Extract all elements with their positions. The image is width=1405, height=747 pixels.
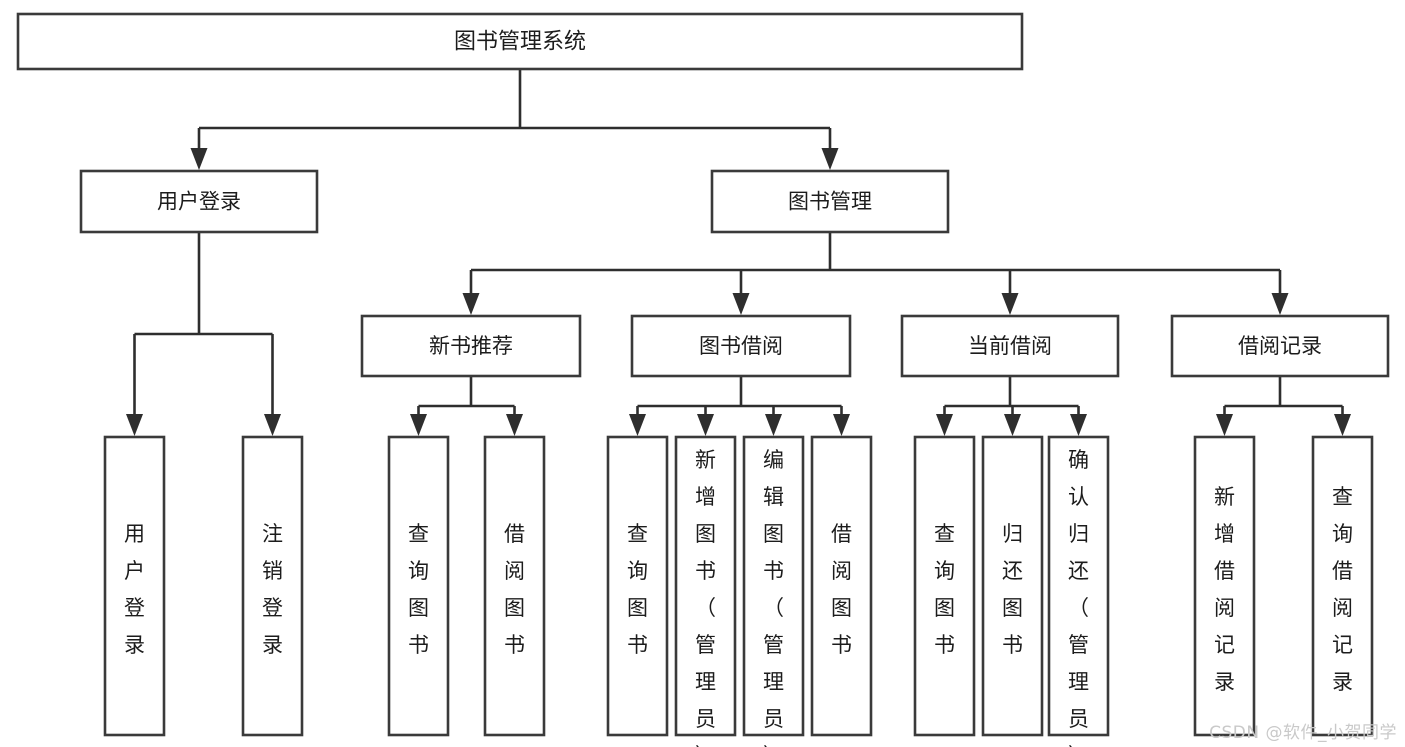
node-book-manage[interactable]: 图书管理 — [710, 169, 950, 234]
arrow-head-icon — [410, 414, 427, 436]
node-leaf-confirm-return[interactable]: 确认归还（管理员） — [1047, 435, 1110, 747]
node-box[interactable] — [810, 435, 873, 737]
node-box[interactable] — [1193, 435, 1256, 737]
arrow-head-icon — [264, 414, 281, 436]
node-new-book-rec[interactable]: 新书推荐 — [360, 314, 582, 378]
node-box[interactable] — [241, 435, 304, 737]
node-label: 新增借阅记录 — [1214, 485, 1235, 694]
node-box[interactable] — [1311, 435, 1374, 737]
arrow-head-icon — [732, 293, 750, 315]
node-leaf-query-book-rec[interactable]: 查询图书 — [387, 435, 450, 737]
node-leaf-borrow-book[interactable]: 借阅图书 — [810, 435, 873, 737]
node-label: 借阅记录 — [1238, 334, 1322, 358]
node-box[interactable] — [16, 12, 1024, 71]
arrow-head-icon — [936, 414, 953, 436]
node-leaf-query-book-borrow[interactable]: 查询图书 — [606, 435, 669, 737]
node-label: 借阅图书 — [504, 522, 525, 657]
arrow-head-icon — [190, 148, 208, 170]
node-box[interactable] — [981, 435, 1044, 737]
node-box[interactable] — [742, 435, 805, 737]
node-box[interactable] — [710, 169, 950, 234]
arrow-head-icon — [126, 414, 143, 436]
node-label: 编辑图书（管理员） — [763, 448, 784, 747]
node-box[interactable] — [1047, 435, 1110, 737]
node-label: 当前借阅 — [968, 334, 1052, 358]
node-label: 借阅图书 — [831, 522, 852, 657]
node-label: 查询图书 — [408, 522, 429, 657]
node-leaf-borrow-book-rec[interactable]: 借阅图书 — [483, 435, 546, 737]
node-label: 用户登录 — [157, 190, 241, 214]
node-borrow-record[interactable]: 借阅记录 — [1170, 314, 1390, 378]
connector-layer — [126, 69, 1351, 436]
node-label: 确认归还（管理员） — [1068, 448, 1089, 747]
arrow-head-icon — [1001, 293, 1019, 315]
node-box[interactable] — [630, 314, 852, 378]
node-book-borrow[interactable]: 图书借阅 — [630, 314, 852, 378]
arrow-head-icon — [1334, 414, 1351, 436]
node-box[interactable] — [360, 314, 582, 378]
node-leaf-user-login[interactable]: 用户登录 — [103, 435, 166, 737]
node-user-login[interactable]: 用户登录 — [79, 169, 319, 234]
node-box[interactable] — [103, 435, 166, 737]
node-label: 图书管理 — [788, 190, 872, 214]
node-leaf-query-book-cur[interactable]: 查询图书 — [913, 435, 976, 737]
arrow-head-icon — [1004, 414, 1021, 436]
arrow-head-icon — [1271, 293, 1289, 315]
node-leaf-logout[interactable]: 注销登录 — [241, 435, 304, 737]
node-label: 新书推荐 — [429, 334, 513, 358]
node-leaf-add-record[interactable]: 新增借阅记录 — [1193, 435, 1256, 737]
node-box[interactable] — [900, 314, 1120, 378]
arrow-head-icon — [833, 414, 850, 436]
node-leaf-query-record[interactable]: 查询借阅记录 — [1311, 435, 1374, 737]
arrow-head-icon — [765, 414, 782, 436]
node-label: 图书借阅 — [699, 334, 783, 358]
arrow-head-icon — [821, 148, 839, 170]
arrow-head-icon — [697, 414, 714, 436]
node-box[interactable] — [483, 435, 546, 737]
node-leaf-edit-book[interactable]: 编辑图书（管理员） — [742, 435, 805, 747]
node-label: 图书管理系统 — [454, 30, 586, 55]
arrow-head-icon — [506, 414, 523, 436]
node-label: 查询图书 — [934, 522, 955, 657]
arrow-head-icon — [629, 414, 646, 436]
node-root[interactable]: 图书管理系统 — [16, 12, 1024, 71]
node-box[interactable] — [1170, 314, 1390, 378]
node-box[interactable] — [606, 435, 669, 737]
node-label: 查询图书 — [627, 522, 648, 657]
node-label: 注销登录 — [262, 522, 283, 657]
node-current-borrow[interactable]: 当前借阅 — [900, 314, 1120, 378]
node-label: 用户登录 — [124, 522, 145, 657]
arrow-head-icon — [1216, 414, 1233, 436]
node-box[interactable] — [674, 435, 737, 737]
node-label: 新增图书（管理员） — [695, 448, 716, 747]
arrow-head-icon — [462, 293, 480, 315]
node-leaf-add-book[interactable]: 新增图书（管理员） — [674, 435, 737, 747]
node-layer: 图书管理系统用户登录图书管理新书推荐图书借阅当前借阅借阅记录用户登录注销登录查询… — [16, 12, 1390, 747]
node-label: 查询借阅记录 — [1332, 485, 1353, 694]
arrow-head-icon — [1070, 414, 1087, 436]
node-box[interactable] — [913, 435, 976, 737]
node-box[interactable] — [387, 435, 450, 737]
node-label: 归还图书 — [1002, 522, 1023, 657]
node-leaf-return-book[interactable]: 归还图书 — [981, 435, 1044, 737]
node-box[interactable] — [79, 169, 319, 234]
